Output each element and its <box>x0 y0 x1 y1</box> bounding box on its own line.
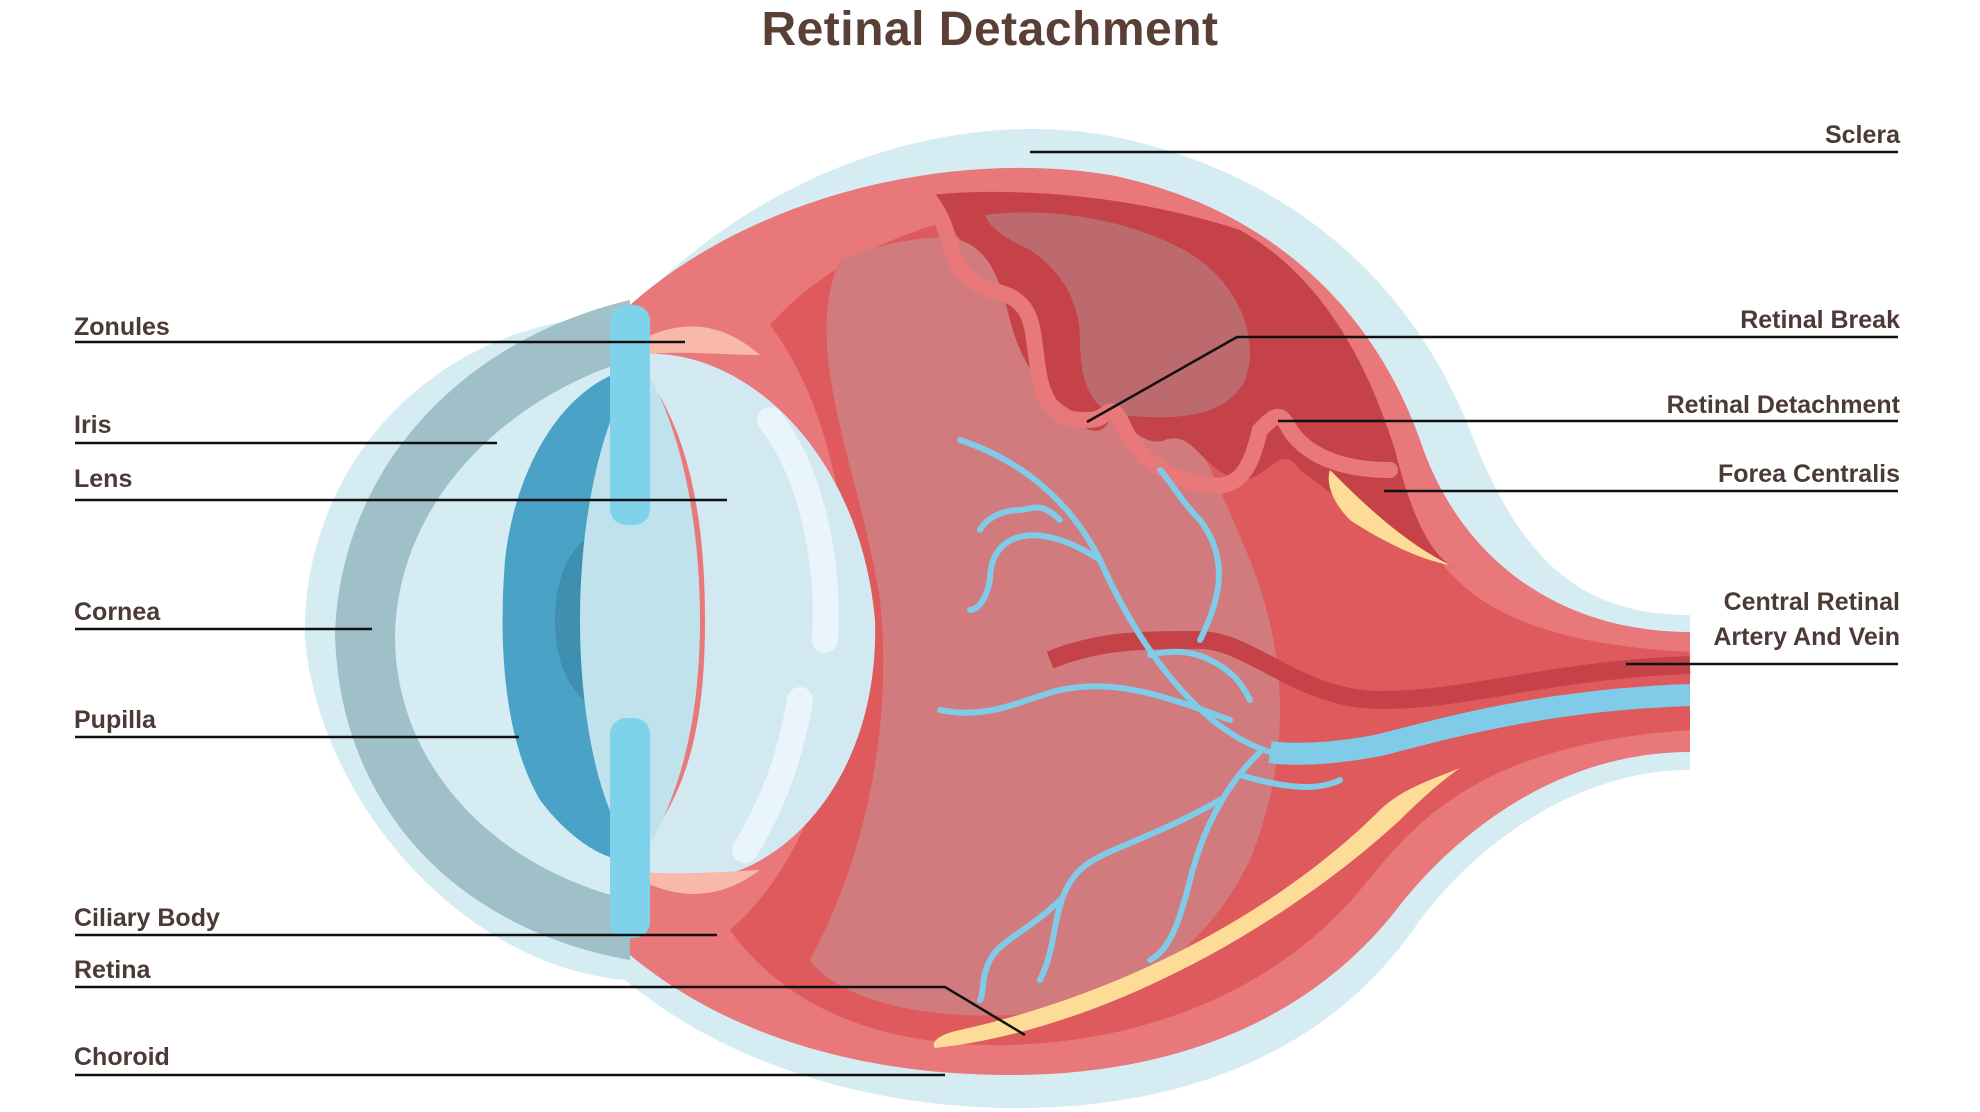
zonule-top <box>640 326 760 355</box>
leader-retinal-break <box>1086 335 1898 424</box>
macula-strip-shape <box>933 768 1460 1048</box>
label-zonules: Zonules <box>74 313 170 341</box>
detached-membrane <box>922 192 1398 494</box>
lens-highlight-lower <box>732 687 813 863</box>
label-cornea: Cornea <box>74 598 161 626</box>
label-retinal-detachment: Retinal Detachment <box>1666 391 1900 419</box>
label-retina: Retina <box>74 956 151 984</box>
fovea-shape <box>1328 470 1450 565</box>
label-choroid: Choroid <box>74 1043 170 1071</box>
artery-shape <box>1046 630 1691 710</box>
vessel-branches <box>937 437 1343 1003</box>
label-central-retinal-line1: Central Retinal <box>1723 588 1900 616</box>
vein-shape <box>1268 684 1691 765</box>
label-ciliary-body: Ciliary Body <box>74 904 220 932</box>
cornea-shape <box>335 300 630 960</box>
leader-lines <box>75 150 1898 1077</box>
zonule-bottom <box>640 870 760 894</box>
label-iris: Iris <box>74 411 112 439</box>
label-pupilla: Pupilla <box>74 706 156 734</box>
label-retinal-break: Retinal Break <box>1740 306 1900 334</box>
diagram-title: Retinal Detachment <box>761 3 1219 56</box>
lens-highlight <box>757 407 839 653</box>
label-central-retinal-line2: Artery And Vein <box>1713 623 1900 651</box>
ciliary-rod-top <box>610 305 650 525</box>
label-forea-centralis: Forea Centralis <box>1717 460 1900 488</box>
label-sclera: Sclera <box>1824 121 1900 149</box>
ciliary-rod-bottom <box>610 718 650 938</box>
label-lens: Lens <box>74 465 133 493</box>
leader-retina <box>75 985 1026 1037</box>
